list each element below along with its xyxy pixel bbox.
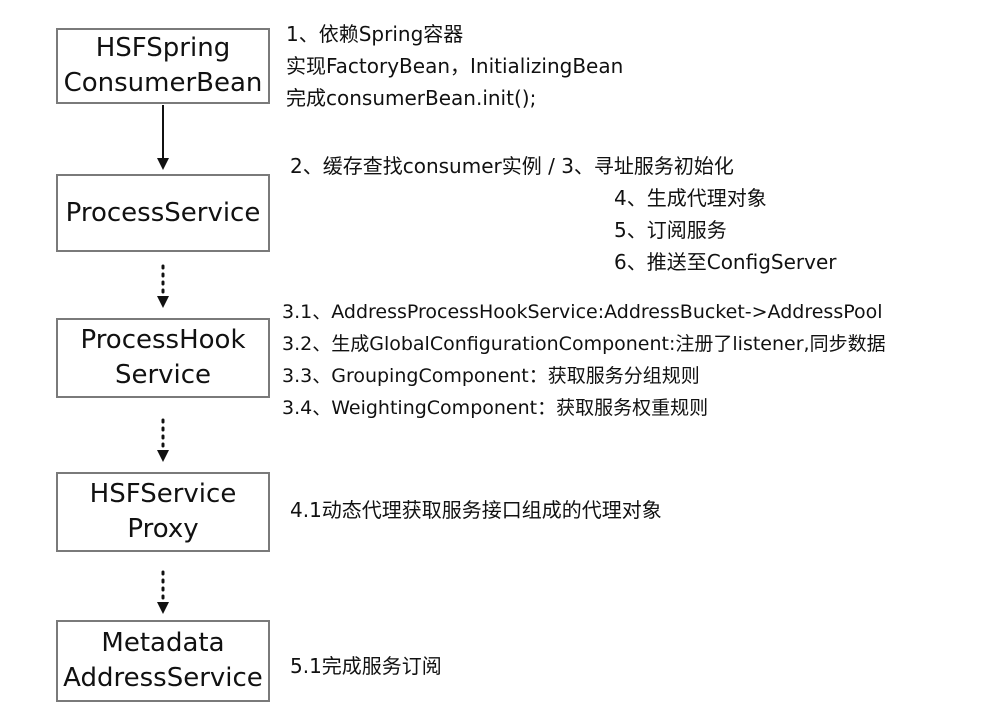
note-line: 2、缓存查找consumer实例 / 3、寻址服务初始化 bbox=[290, 154, 734, 178]
note-process-hook: 3.1、AddressProcessHookService:AddressBuc… bbox=[282, 296, 886, 424]
arrowhead-3 bbox=[157, 450, 169, 462]
box-hsf-spring-consumer-bean: HSFSpring ConsumerBean bbox=[56, 28, 270, 104]
arrowhead-4 bbox=[157, 602, 169, 614]
note-service-proxy: 4.1动态代理获取服务接口组成的代理对象 bbox=[290, 494, 662, 526]
note-consumer-bean: 1、依赖Spring容器 实现FactoryBean，InitializingB… bbox=[286, 18, 623, 114]
note-line: 3.3、GroupingComponent：获取服务分组规则 bbox=[282, 365, 700, 387]
note-line: 实现FactoryBean，InitializingBean bbox=[286, 54, 624, 78]
note-line: 3.2、生成GlobalConfigurationComponent:注册了li… bbox=[282, 333, 886, 355]
arrowhead-1 bbox=[157, 158, 169, 170]
note-process-service: 2、缓存查找consumer实例 / 3、寻址服务初始化 4、生成代理对象 5、… bbox=[290, 150, 836, 278]
note-line: 完成consumerBean.init(); bbox=[286, 86, 537, 110]
note-line: 3.1、AddressProcessHookService:AddressBuc… bbox=[282, 301, 883, 323]
note-metadata: 5.1完成服务订阅 bbox=[290, 650, 442, 682]
note-line: 5.1完成服务订阅 bbox=[290, 654, 442, 678]
note-line: 6、推送至ConfigServer bbox=[614, 250, 837, 274]
box-hsf-service-proxy: HSFService Proxy bbox=[56, 472, 270, 552]
box-process-service: ProcessService bbox=[56, 174, 270, 252]
note-line: 1、依赖Spring容器 bbox=[286, 22, 464, 46]
box-process-hook-service: ProcessHook Service bbox=[56, 318, 270, 398]
note-line: 5、订阅服务 bbox=[614, 218, 727, 242]
note-line: 4.1动态代理获取服务接口组成的代理对象 bbox=[290, 498, 662, 522]
arrowhead-2 bbox=[157, 296, 169, 308]
note-line: 4、生成代理对象 bbox=[614, 186, 767, 210]
box-metadata-address-service: Metadata AddressService bbox=[56, 620, 270, 702]
note-line: 3.4、WeightingComponent：获取服务权重规则 bbox=[282, 397, 709, 419]
